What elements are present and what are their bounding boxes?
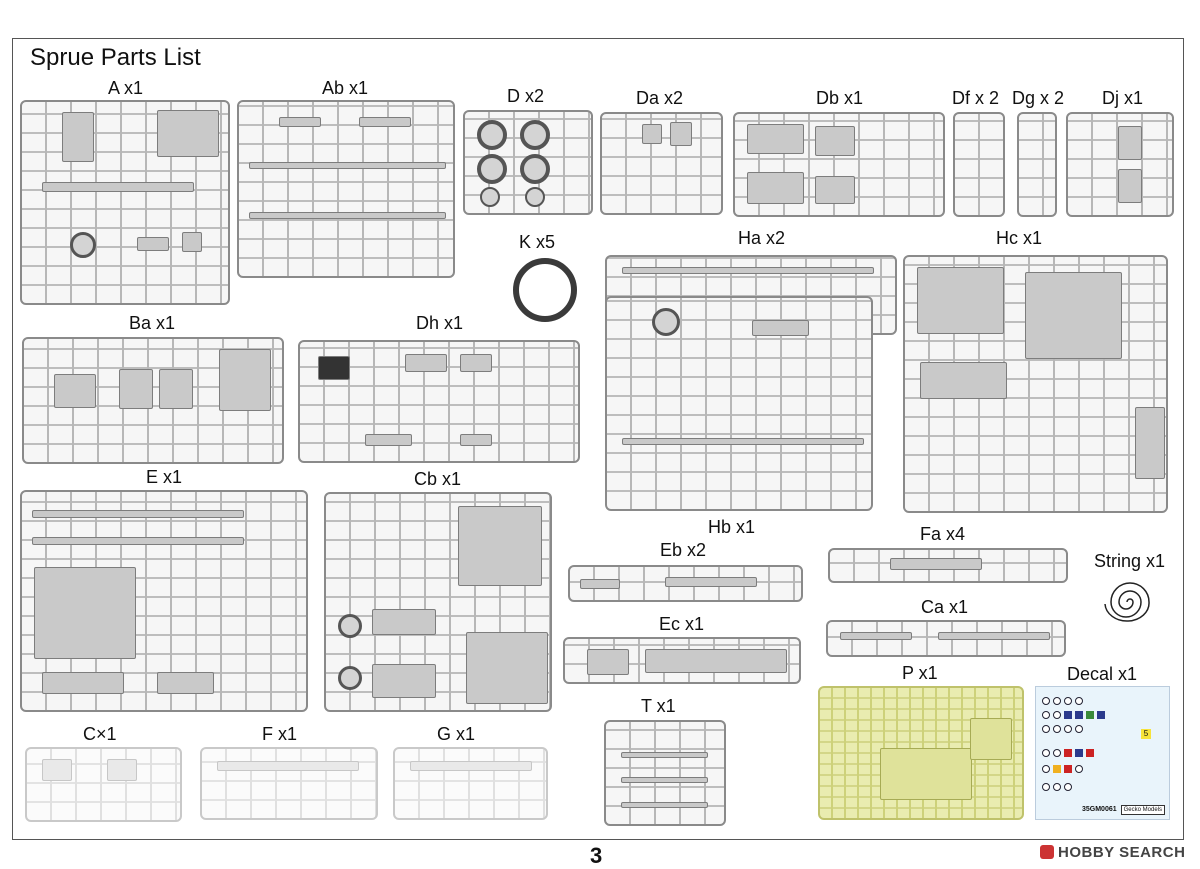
label-sprue-db: Db x1 bbox=[816, 88, 864, 108]
label-sprue-hc: Hc x1 bbox=[996, 228, 1043, 248]
sprue-f bbox=[200, 747, 378, 820]
page-frame bbox=[12, 38, 1184, 840]
sprue-c bbox=[25, 747, 182, 822]
label-sprue-dg: Dg x 2 bbox=[1012, 88, 1065, 108]
sprue-hb bbox=[605, 296, 873, 511]
sprue-df bbox=[953, 112, 1005, 217]
label-sprue-c: C×1 bbox=[83, 724, 117, 744]
label-sprue-dh: Dh x1 bbox=[416, 313, 464, 333]
sprue-eb bbox=[568, 565, 803, 602]
watermark-text: HOBBY SEARCH bbox=[1058, 844, 1186, 861]
label-sprue-ba: Ba x1 bbox=[129, 313, 176, 333]
sprue-dh bbox=[298, 340, 580, 463]
sprue-dj bbox=[1066, 112, 1174, 217]
sprue-t bbox=[604, 720, 726, 826]
label-sprue-p: P x1 bbox=[902, 663, 938, 683]
sprue-hc bbox=[903, 255, 1168, 513]
tire-ring-k bbox=[513, 258, 577, 322]
sprue-a bbox=[20, 100, 230, 305]
sprue-db bbox=[733, 112, 945, 217]
label-part-k: K x5 bbox=[519, 232, 556, 252]
label-sprue-dj: Dj x1 bbox=[1102, 88, 1144, 108]
decal-code: 35GM0061 bbox=[1082, 806, 1117, 813]
sprue-dg bbox=[1017, 112, 1057, 217]
label-sprue-ab: Ab x1 bbox=[322, 78, 369, 98]
sprue-fa bbox=[828, 548, 1068, 583]
sprue-ca bbox=[826, 620, 1066, 657]
sprue-ab bbox=[237, 100, 455, 278]
label-sprue-f: F x1 bbox=[262, 724, 298, 744]
label-sprue-da: Da x2 bbox=[636, 88, 684, 108]
label-sprue-d: D x2 bbox=[507, 86, 545, 106]
page-title: Sprue Parts List bbox=[30, 44, 201, 71]
sprue-cb bbox=[324, 492, 552, 712]
page-number: 3 bbox=[590, 843, 603, 868]
string-coil bbox=[1104, 582, 1150, 622]
label-sprue-g: G x1 bbox=[437, 724, 476, 744]
label-sprue-ec: Ec x1 bbox=[659, 614, 705, 634]
decal-sheet: 5 35GM0061 Gecko Models bbox=[1035, 686, 1170, 820]
watermark: HOBBY SEARCH bbox=[1040, 844, 1185, 861]
decal-brand: Gecko Models bbox=[1120, 805, 1165, 815]
sprue-e bbox=[20, 490, 308, 712]
label-sprue-hb: Hb x1 bbox=[708, 517, 756, 537]
label-string: String x1 bbox=[1094, 551, 1166, 571]
decal-number-badge: 5 bbox=[1141, 729, 1151, 739]
label-sprue-cb: Cb x1 bbox=[414, 469, 462, 489]
photo-etch-fret-p bbox=[818, 686, 1024, 820]
sprue-da bbox=[600, 112, 723, 215]
sprue-d bbox=[463, 110, 593, 215]
label-sprue-t: T x1 bbox=[641, 696, 676, 716]
label-sprue-e: E x1 bbox=[146, 467, 183, 487]
label-sprue-fa: Fa x4 bbox=[920, 524, 966, 544]
label-sprue-df: Df x 2 bbox=[952, 88, 1000, 108]
sprue-ec bbox=[563, 637, 801, 684]
label-sprue-ca: Ca x1 bbox=[921, 597, 969, 617]
label-decal: Decal x1 bbox=[1067, 664, 1138, 684]
label-sprue-eb: Eb x2 bbox=[660, 540, 707, 560]
sprue-ba bbox=[22, 337, 284, 464]
label-sprue-a: A x1 bbox=[108, 78, 144, 98]
sprue-g bbox=[393, 747, 548, 820]
label-sprue-ha: Ha x2 bbox=[738, 228, 786, 248]
hobby-search-logo-icon bbox=[1040, 845, 1054, 859]
